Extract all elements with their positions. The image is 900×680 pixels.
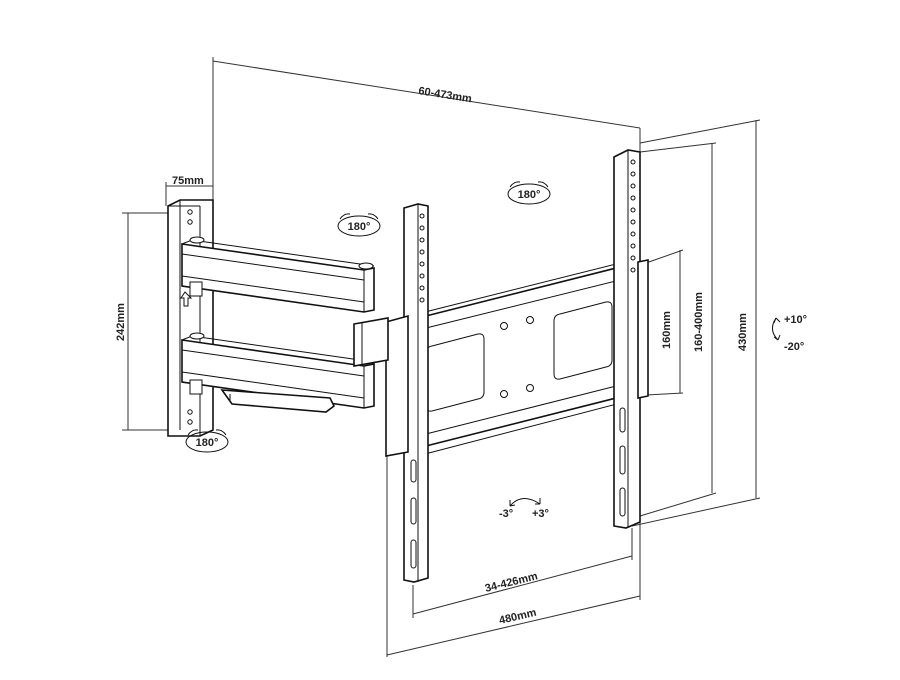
left-vertical-bar bbox=[403, 203, 429, 583]
dimension-wall-plate-height bbox=[122, 212, 168, 431]
rotation-middle-label: 180° bbox=[348, 221, 371, 233]
bracket-height-label: 430mm bbox=[737, 313, 749, 351]
dimension-wall-plate-width bbox=[165, 182, 213, 206]
rotation-wall bbox=[185, 429, 229, 453]
tilt-arrow-icon bbox=[772, 317, 781, 341]
arm-extension-label: 60-473mm bbox=[418, 85, 473, 105]
level-left-label: -3° bbox=[499, 508, 513, 520]
dimension-vesa-small bbox=[645, 249, 684, 396]
rotation-top bbox=[507, 181, 551, 205]
tilt-down-label: -20° bbox=[784, 341, 804, 353]
dimension-bracket-height bbox=[631, 119, 761, 527]
vesa-vertical-range-label: 160-400mm bbox=[693, 292, 705, 352]
dimension-arm-extension bbox=[212, 57, 641, 205]
wall-plate bbox=[167, 199, 214, 437]
tilt-bracket bbox=[385, 259, 649, 457]
swivel-hub bbox=[353, 317, 389, 367]
right-vertical-bar bbox=[613, 149, 641, 529]
level-arrow-icon bbox=[509, 498, 541, 507]
vesa-horizontal-label: 34-426mm bbox=[484, 570, 539, 595]
dimension-vesa-range bbox=[639, 142, 717, 517]
rotation-middle bbox=[337, 213, 381, 237]
support-plate bbox=[220, 389, 336, 413]
lower-arm bbox=[181, 332, 375, 409]
horizontal-rail bbox=[417, 257, 641, 455]
wall-plate-height-label: 242mm bbox=[115, 303, 127, 341]
rotation-top-label: 180° bbox=[518, 189, 541, 201]
level-right-label: +3° bbox=[532, 508, 549, 520]
tilt-up-label: +10° bbox=[784, 314, 807, 326]
vesa-vertical-small-label: 160mm bbox=[661, 311, 673, 349]
rotation-wall-label: 180° bbox=[196, 437, 219, 449]
bracket-width-label: 480mm bbox=[498, 607, 538, 627]
upper-arm bbox=[181, 236, 375, 313]
wall-plate-width-label: 75mm bbox=[172, 175, 204, 187]
dimension-vesa-horizontal bbox=[412, 528, 633, 618]
dimension-bracket-width bbox=[386, 455, 641, 657]
